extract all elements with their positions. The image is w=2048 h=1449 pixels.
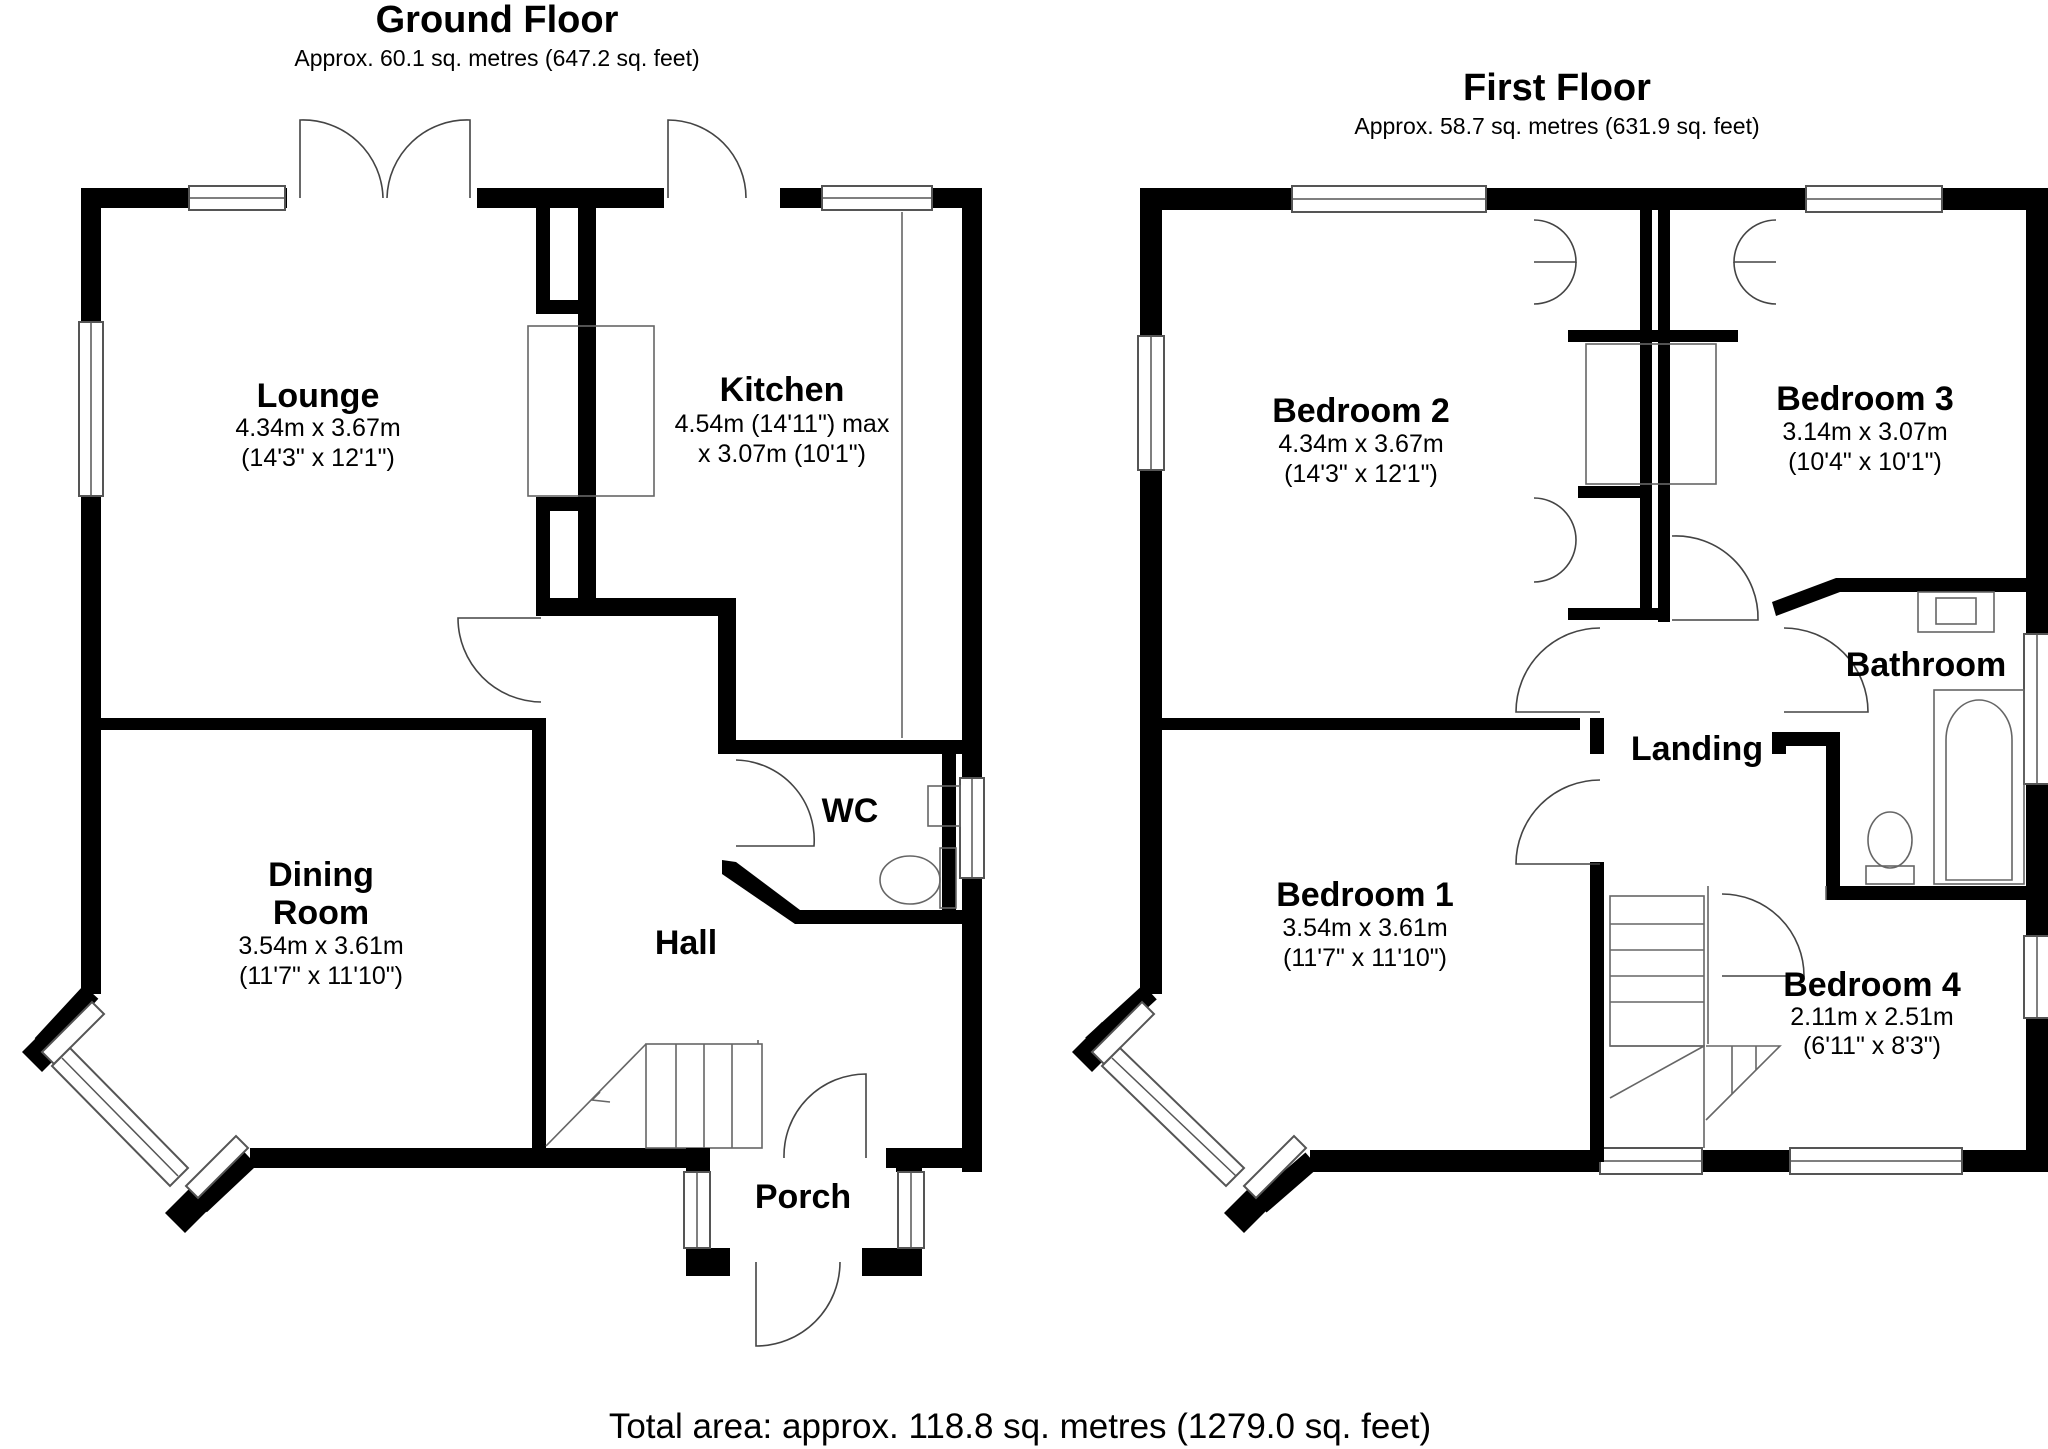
room-name-landing: Landing	[1631, 730, 1763, 768]
room-dim-bedroom2-ft: (14'3" x 12'1")	[1284, 460, 1438, 488]
room-dim-bedroom4-m: 2.11m x 2.51m	[1790, 1003, 1954, 1031]
ground-floor-plan	[22, 119, 985, 1347]
room-dim-lounge-ft: (14'3" x 12'1")	[241, 444, 395, 472]
room-dim-bedroom1-ft: (11'7" x 11'10")	[1283, 944, 1447, 972]
room-dim-kitchen-ft: x 3.07m (10'1")	[698, 440, 866, 468]
room-dim-bedroom3-m: 3.14m x 3.07m	[1782, 418, 1947, 446]
room-dim-bedroom2-m: 4.34m x 3.67m	[1278, 430, 1443, 458]
room-name-bathroom: Bathroom	[1846, 646, 2007, 684]
room-dim-bedroom4-ft: (6'11" x 8'3")	[1803, 1032, 1941, 1060]
room-name-bedroom1: Bedroom 1	[1276, 876, 1454, 914]
room-name-porch: Porch	[755, 1178, 851, 1216]
ground-floor-area: Approx. 60.1 sq. metres (647.2 sq. feet)	[294, 45, 699, 71]
room-name-lounge: Lounge	[257, 377, 380, 415]
room-dim-bedroom1-m: 3.54m x 3.61m	[1282, 914, 1447, 942]
room-dim-dining-ft: (11'7" x 11'10")	[239, 962, 403, 990]
room-name-bedroom4: Bedroom 4	[1783, 966, 1961, 1004]
ground-floor-title: Ground Floor	[376, 0, 619, 41]
total-area: Total area: approx. 118.8 sq. metres (12…	[609, 1407, 1431, 1446]
room-dim-bedroom3-ft: (10'4" x 10'1")	[1788, 448, 1942, 476]
room-dim-kitchen-m: 4.54m (14'11") max	[675, 410, 890, 438]
room-dim-dining-m: 3.54m x 3.61m	[238, 932, 403, 960]
room-name-kitchen: Kitchen	[720, 371, 845, 409]
first-floor-area: Approx. 58.7 sq. metres (631.9 sq. feet)	[1354, 113, 1759, 139]
first-floor-title: First Floor	[1463, 67, 1651, 109]
room-name-hall: Hall	[655, 924, 717, 962]
room-name-bedroom3: Bedroom 3	[1776, 380, 1954, 418]
room-name-wc: WC	[822, 792, 879, 830]
room-name-dining-1: Dining	[268, 856, 374, 894]
room-dim-lounge-m: 4.34m x 3.67m	[235, 414, 400, 442]
room-name-bedroom2: Bedroom 2	[1272, 392, 1450, 430]
room-name-dining-2: Room	[273, 894, 369, 932]
first-floor-plan	[1072, 185, 2048, 1233]
